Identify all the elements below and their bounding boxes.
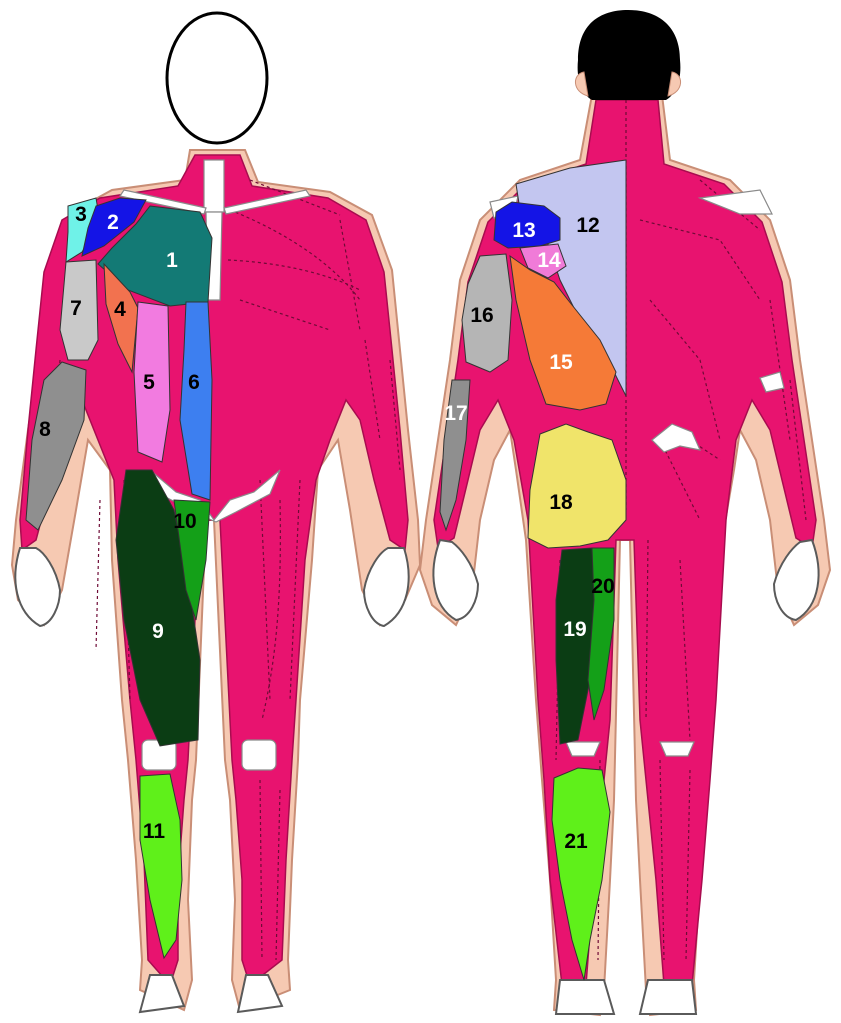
front-figure bbox=[12, 13, 420, 1012]
region-14-label: 14 bbox=[537, 249, 561, 272]
back-head-hair bbox=[578, 10, 681, 100]
region-9-label: 9 bbox=[152, 620, 164, 643]
front-right-knee bbox=[242, 740, 276, 770]
region-19-label: 19 bbox=[563, 618, 586, 641]
region-4-label: 4 bbox=[114, 298, 126, 321]
region-17-label: 17 bbox=[444, 402, 467, 425]
region-1-label: 1 bbox=[166, 249, 178, 272]
back-left-knee bbox=[566, 742, 600, 756]
region-21-label: 21 bbox=[564, 830, 588, 853]
region-13-label: 13 bbox=[512, 219, 535, 242]
region-11-label: 11 bbox=[143, 820, 166, 843]
back-left-foot bbox=[556, 980, 614, 1014]
region-6-label: 6 bbox=[188, 371, 200, 394]
region-16-label: 16 bbox=[470, 304, 493, 327]
back-right-foot bbox=[640, 980, 696, 1014]
region-3-label: 3 bbox=[75, 203, 87, 226]
region-18-label: 18 bbox=[549, 491, 573, 514]
region-7-label: 7 bbox=[70, 297, 82, 320]
region-5-label: 5 bbox=[143, 371, 155, 394]
region-20-label: 20 bbox=[591, 575, 614, 598]
region-15-label: 15 bbox=[549, 351, 573, 374]
neck-vertebrae bbox=[204, 160, 224, 212]
back-figure bbox=[420, 10, 830, 1015]
region-8-label: 8 bbox=[39, 418, 51, 441]
region-2-label: 2 bbox=[107, 211, 119, 234]
region-10-label: 10 bbox=[173, 510, 196, 533]
region-18-shape bbox=[528, 424, 626, 548]
back-right-knee bbox=[660, 742, 694, 756]
front-head-outline bbox=[167, 13, 267, 143]
region-12-label: 12 bbox=[576, 214, 599, 237]
